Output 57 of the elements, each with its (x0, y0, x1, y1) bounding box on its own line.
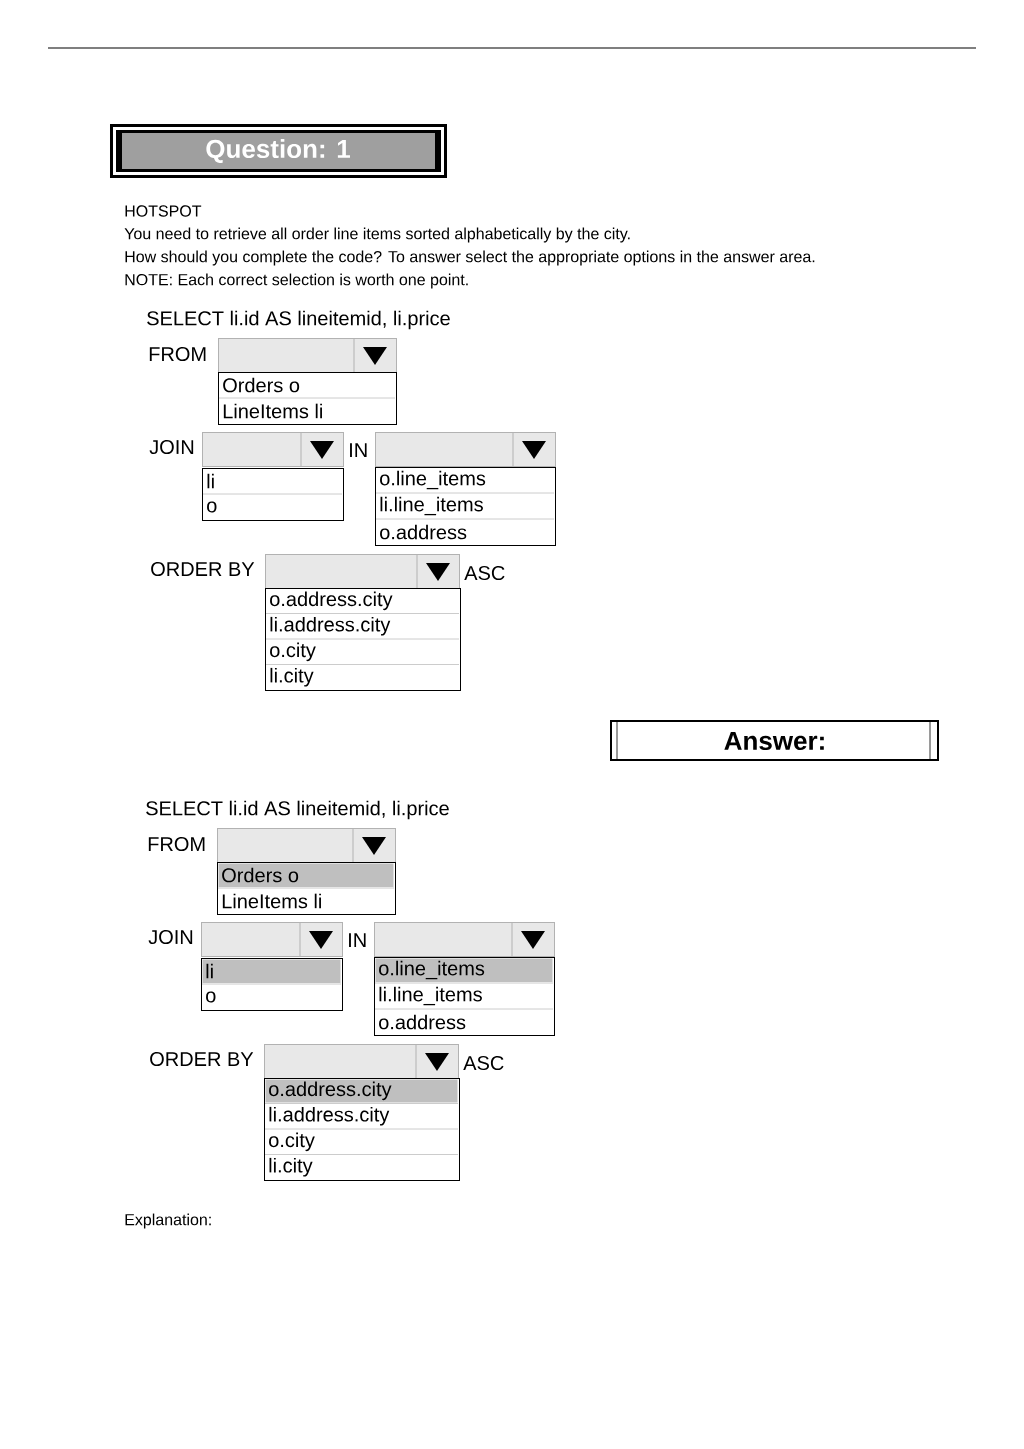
code-keyword: FROM (149, 346, 206, 362)
option-text: o.city (269, 1132, 315, 1152)
option-text: li.address.city (269, 1106, 390, 1126)
question-type-label: HOTSPOT (125, 205, 202, 217)
option-text: o.address (380, 524, 467, 540)
dropdown-list (374, 957, 555, 1036)
title-banner: Question: 1 (110, 124, 447, 178)
option-text: o.line_items (380, 470, 486, 490)
dropdown-list (218, 372, 397, 425)
option-text: o.address.city (270, 591, 393, 611)
option-text: li.city (270, 667, 314, 687)
code-keyword: ORDER BY (150, 1051, 254, 1067)
dropdown-selector (202, 431, 344, 467)
dropdown-list (217, 862, 396, 915)
code-keyword: ORDER BY (151, 561, 255, 577)
instruction-text: You need to retrieve all order line items sorted alphabetically by the city. (124, 227, 630, 243)
selected-option: o.address.city (265, 1079, 458, 1103)
code-keyword: JOIN (149, 439, 194, 455)
answer-heading: Answer: (724, 731, 824, 751)
option-text: li.line_items (379, 986, 482, 1006)
option-text: li (207, 473, 214, 489)
dropdown-selector (201, 921, 343, 957)
code-keyword: FROM (148, 836, 205, 852)
option-text: li.city (269, 1157, 313, 1177)
instruction-text: How should you complete the code? To answer select the appropriate options in the answer area. (125, 250, 815, 266)
dropdown-selector (374, 921, 555, 957)
option-text: LineItems li (223, 403, 322, 419)
option-text: o (207, 501, 217, 513)
dropdown-selector (217, 827, 396, 863)
dropdown-selector (375, 431, 556, 467)
option-text: li.address.city (270, 616, 391, 636)
dropdown-selector (218, 337, 397, 373)
code-keyword: JOIN (148, 929, 193, 945)
dropdown-list (201, 958, 343, 1011)
explanation-label: Explanation: (125, 1213, 211, 1229)
selected-option: Orders o (218, 863, 394, 887)
option-text: o.address (379, 1014, 466, 1030)
option-text: Orders o (223, 377, 300, 393)
note-text: NOTE: Each correct selection is worth one point. (125, 273, 468, 289)
selected-option: li (202, 959, 341, 983)
code-line: SELECT li.id AS lineitemid, li.price (147, 310, 450, 330)
option-text: LineItems li (222, 893, 321, 909)
dropdown-list (264, 1078, 460, 1181)
dropdown-list (202, 468, 344, 521)
code-line: SELECT li.id AS lineitemid, li.price (146, 800, 449, 820)
dropdown-selector (264, 1043, 459, 1079)
option-text: o (206, 991, 216, 1003)
option-text: li.line_items (380, 496, 483, 516)
dropdown-list (375, 467, 556, 546)
code-keyword: ASC (463, 1055, 504, 1071)
selected-option: o.line_items (375, 958, 553, 982)
option-text: o.city (270, 642, 316, 662)
dropdown-list (265, 588, 461, 691)
code-keyword: IN (349, 933, 366, 947)
code-keyword: ASC (464, 565, 505, 581)
dropdown-selector (265, 553, 460, 589)
code-keyword: IN (350, 443, 367, 457)
